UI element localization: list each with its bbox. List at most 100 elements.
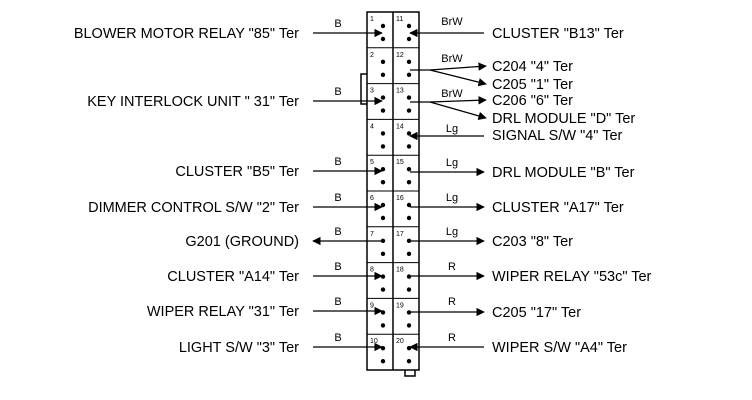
- pin-number: 14: [396, 123, 404, 130]
- pin-number: 7: [370, 231, 374, 238]
- connector: [360, 11, 420, 377]
- pin-number: 17: [396, 231, 404, 238]
- left-labels: BLOWER MOTOR RELAY "85" Ter KEY INTERLOC…: [74, 26, 299, 356]
- pin-number: 2: [370, 52, 374, 59]
- pin-contact-dot: [380, 95, 386, 100]
- pin-contact-dot: [406, 108, 412, 113]
- right-wire-code-1: BrW: [441, 16, 463, 28]
- right-wire-code-2: BrW: [441, 53, 463, 65]
- pin-contact-dot: [406, 59, 412, 64]
- pin-contact-dot: [406, 180, 412, 185]
- connector-left-notch: [360, 73, 367, 105]
- pin-number: 10: [370, 338, 378, 345]
- wire-right-4: [410, 96, 487, 105]
- right-wire-code-4: BrW: [441, 88, 463, 100]
- pin-number: 20: [396, 338, 404, 345]
- pin-number: 9: [370, 302, 374, 309]
- pin-number: 5: [370, 159, 374, 166]
- left-label-6: CLUSTER "A14" Ter: [167, 269, 299, 285]
- left-label-3: CLUSTER "B5" Ter: [175, 164, 299, 180]
- pin-number: 18: [396, 267, 404, 274]
- left-wire-code-1: B: [334, 18, 341, 30]
- pin-number: 19: [396, 302, 404, 309]
- pin-contact-dot: [406, 167, 412, 172]
- pin-contact-dot: [380, 108, 386, 113]
- pin-contact-dot: [406, 215, 412, 221]
- pin-contact-dot: [380, 359, 386, 364]
- pin-contact-dot: [406, 251, 412, 256]
- right-label-1: CLUSTER "B13" Ter: [492, 26, 624, 42]
- pin-number: 16: [396, 195, 404, 202]
- pin-number: 13: [396, 88, 404, 95]
- right-wire-code-11: R: [448, 296, 456, 308]
- pin-contact-dot: [406, 23, 412, 29]
- right-label-11: C205 "17" Ter: [492, 305, 581, 321]
- right-label-4: C206 "6" Ter: [492, 93, 573, 109]
- pin-number: 4: [370, 123, 374, 130]
- left-wire-code-6: B: [334, 261, 341, 273]
- pin-contact-dot: [380, 59, 386, 64]
- connector-bottom-tab: [404, 370, 416, 377]
- left-label-4: DIMMER CONTROL S/W "2" Ter: [88, 200, 299, 216]
- left-label-8: LIGHT S/W "3" Ter: [179, 340, 299, 356]
- left-wire-code-8: B: [334, 332, 341, 344]
- wire-right-2: [410, 62, 487, 71]
- left-wire-code-5: B: [334, 226, 341, 238]
- pin-contact-dot: [406, 359, 412, 364]
- pin-contact-dot: [406, 238, 412, 243]
- pin-contact-dot: [380, 72, 386, 78]
- left-wire-code-2: B: [334, 86, 341, 98]
- pin-contact-dot: [406, 131, 412, 136]
- pin-contact-dot: [380, 238, 386, 243]
- left-wire-code-4: B: [334, 192, 341, 204]
- right-wire-code-12: R: [448, 332, 456, 344]
- pin-contact-dot: [406, 323, 412, 328]
- right-label-7: DRL MODULE "B" Ter: [492, 165, 635, 181]
- wires: [312, 28, 487, 352]
- wire-right-5: [429, 101, 487, 120]
- pin-number: 1: [370, 16, 374, 23]
- pin-contact-dot: [406, 310, 412, 315]
- connector-row-separators: [367, 47, 419, 335]
- pin-contact-dot: [406, 72, 412, 78]
- right-wire-code-7: Lg: [446, 157, 458, 169]
- right-label-6: SIGNAL S/W "4" Ter: [492, 128, 623, 144]
- pin-contact-dot: [406, 202, 412, 208]
- pin-contact-dot: [380, 144, 386, 149]
- pin-contact-dot: [406, 287, 412, 292]
- pin-contact-dot: [406, 95, 412, 100]
- pin-contact-dot: [380, 215, 386, 221]
- right-label-8: CLUSTER "A17" Ter: [492, 200, 624, 216]
- pin-contact-dot: [380, 323, 386, 328]
- right-label-12: WIPER S/W "A4" Ter: [492, 340, 627, 356]
- pin-contact-dot: [406, 36, 412, 42]
- pin-contact-dot: [380, 23, 386, 29]
- pin-number: 15: [396, 159, 404, 166]
- right-wire-codes: BrW BrW BrW Lg Lg Lg Lg R R R: [441, 16, 463, 344]
- right-wire-code-6: Lg: [446, 123, 458, 135]
- left-wire-code-7: B: [334, 296, 341, 308]
- left-label-5: G201 (GROUND): [185, 234, 299, 250]
- right-labels: CLUSTER "B13" Ter C204 "4" Ter C205 "1" …: [492, 26, 652, 356]
- right-label-2: C204 "4" Ter: [492, 59, 573, 75]
- pin-contact-dot: [406, 144, 412, 149]
- right-label-5: DRL MODULE "D" Ter: [492, 111, 635, 127]
- right-label-9: C203 "8" Ter: [492, 234, 573, 250]
- right-wire-code-9: Lg: [446, 226, 458, 238]
- pin-number: 8: [370, 267, 374, 274]
- pin-contact-dot: [380, 131, 386, 136]
- left-label-1: BLOWER MOTOR RELAY "85" Ter: [74, 26, 299, 42]
- left-label-2: KEY INTERLOCK UNIT " 31" Ter: [87, 94, 299, 110]
- right-wire-code-8: Lg: [446, 192, 458, 204]
- pin-number: 6: [370, 195, 374, 202]
- left-wire-codes: B B B B B B B B: [334, 18, 341, 344]
- pin-contact-dot: [380, 36, 386, 42]
- right-label-3: C205 "1" Ter: [492, 77, 573, 93]
- right-wire-code-10: R: [448, 261, 456, 273]
- pin-number: 12: [396, 52, 404, 59]
- wire-right-3: [429, 69, 487, 87]
- left-label-7: WIPER RELAY "31" Ter: [147, 304, 299, 320]
- pin-contact-dot: [380, 180, 386, 185]
